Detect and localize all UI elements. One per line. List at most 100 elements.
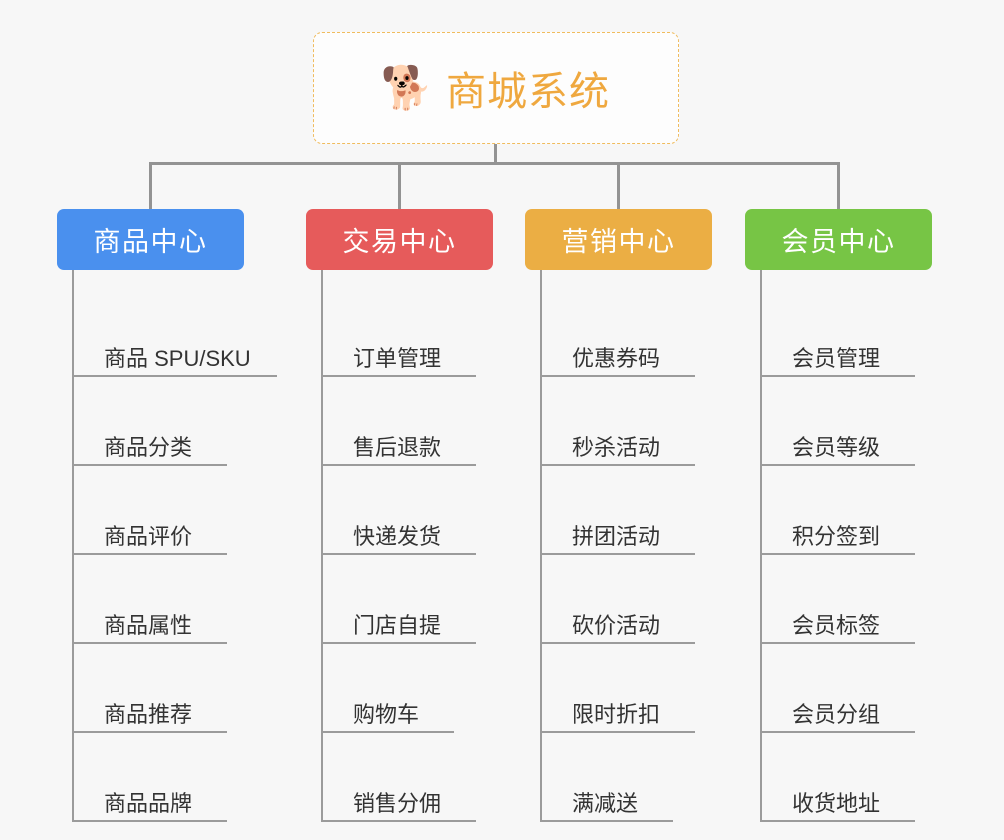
root-node[interactable]: 🐕 商城系统 [313, 32, 679, 144]
leaf-item-underline [72, 464, 227, 466]
leaf-item-underline [540, 553, 695, 555]
leaf-item[interactable]: 会员标签 [760, 555, 965, 644]
category-branch-0: 商品 SPU/SKU 商品分类商品评价商品属性商品推荐商品品牌 [57, 270, 277, 822]
leaf-item[interactable]: 秒杀活动 [540, 377, 745, 466]
leaf-item-label: 满减送 [572, 790, 639, 816]
category-header-label: 交易中心 [342, 227, 457, 257]
leaf-item-label: 秒杀活动 [572, 434, 661, 460]
leaf-item-label: 拼团活动 [572, 523, 661, 549]
category-column-3: 会员中心会员管理会员等级积分签到会员标签会员分组收货地址 [745, 209, 965, 822]
leaf-item[interactable]: 会员等级 [760, 377, 965, 466]
leaf-item-label: 砍价活动 [572, 612, 661, 638]
leaf-item-underline [72, 553, 227, 555]
leaf-item-underline [760, 553, 915, 555]
leaf-item-label: 商品分类 [104, 434, 193, 460]
category-branch-3: 会员管理会员等级积分签到会员标签会员分组收货地址 [745, 270, 965, 822]
leaf-item-label: 会员标签 [792, 612, 881, 638]
leaf-item-underline [540, 464, 695, 466]
leaf-item[interactable]: 拼团活动 [540, 466, 745, 555]
leaf-item[interactable]: 会员管理 [760, 288, 965, 377]
category-branch-2: 优惠券码秒杀活动拼团活动砍价活动限时折扣满减送 [525, 270, 745, 822]
leaf-item[interactable]: 限时折扣 [540, 644, 745, 733]
leaf-item[interactable]: 满减送 [540, 733, 745, 822]
leaf-item-underline [760, 464, 915, 466]
root-title: 商城系统 [446, 70, 610, 114]
branch-trunk-line [72, 270, 74, 822]
leaf-item-underline [321, 731, 454, 733]
leaf-item-underline [321, 553, 476, 555]
leaf-item-underline [760, 731, 915, 733]
category-header-1[interactable]: 交易中心 [306, 209, 493, 270]
shiba-dog-face-icon: 🐕 [380, 64, 434, 111]
leaf-item[interactable]: 会员分组 [760, 644, 965, 733]
leaf-item[interactable]: 商品推荐 [72, 644, 277, 733]
leaf-item-underline [540, 375, 695, 377]
leaf-item-underline [72, 820, 227, 822]
category-column-0: 商品中心商品 SPU/SKU 商品分类商品评价商品属性商品推荐商品品牌 [57, 209, 277, 822]
leaf-item-label: 商品品牌 [104, 790, 193, 816]
leaf-item-label: 商品属性 [104, 612, 193, 638]
leaf-item-label: 商品 SPU/SKU [104, 345, 251, 371]
leaf-item-underline [540, 820, 673, 822]
leaf-item-underline [321, 464, 476, 466]
leaf-item-label: 快递发货 [353, 523, 442, 549]
leaf-item[interactable]: 商品分类 [72, 377, 277, 466]
leaf-item-label: 销售分佣 [353, 790, 442, 816]
leaf-item-label: 商品推荐 [104, 701, 193, 727]
branch-trunk-line [321, 270, 323, 822]
drop-connector-2 [617, 162, 620, 210]
branch-trunk-line [760, 270, 762, 822]
leaf-item[interactable]: 积分签到 [760, 466, 965, 555]
leaf-item-underline [72, 375, 277, 377]
leaf-item-underline [321, 375, 476, 377]
root-stem-connector [494, 144, 497, 164]
leaf-item-label: 商品评价 [104, 523, 193, 549]
leaf-item-label: 订单管理 [353, 345, 442, 371]
leaf-item[interactable]: 商品品牌 [72, 733, 277, 822]
leaf-item[interactable]: 快递发货 [321, 466, 526, 555]
leaf-item-label: 收货地址 [792, 790, 881, 816]
leaf-item-underline [72, 642, 227, 644]
category-header-0[interactable]: 商品中心 [57, 209, 244, 270]
leaf-item-underline [321, 642, 476, 644]
leaf-item[interactable]: 订单管理 [321, 288, 526, 377]
leaf-item-underline [72, 731, 227, 733]
leaf-item[interactable]: 砍价活动 [540, 555, 745, 644]
leaf-item-underline [760, 820, 915, 822]
leaf-item-underline [540, 642, 695, 644]
leaf-item-label: 会员等级 [792, 434, 881, 460]
leaf-item[interactable]: 销售分佣 [321, 733, 526, 822]
leaf-item-label: 会员分组 [792, 701, 881, 727]
leaf-item[interactable]: 门店自提 [321, 555, 526, 644]
leaf-item-underline [540, 731, 695, 733]
branch-trunk-line [540, 270, 542, 822]
leaf-item[interactable]: 商品评价 [72, 466, 277, 555]
category-header-label: 商品中心 [93, 227, 208, 257]
drop-connector-3 [837, 162, 840, 210]
category-header-2[interactable]: 营销中心 [525, 209, 712, 270]
leaf-item[interactable]: 售后退款 [321, 377, 526, 466]
leaf-item-label: 积分签到 [792, 523, 881, 549]
leaf-item-label: 优惠券码 [572, 345, 661, 371]
category-header-label: 营销中心 [561, 227, 676, 257]
leaf-item[interactable]: 优惠券码 [540, 288, 745, 377]
category-column-2: 营销中心优惠券码秒杀活动拼团活动砍价活动限时折扣满减送 [525, 209, 745, 822]
leaf-item-label: 会员管理 [792, 345, 881, 371]
leaf-item[interactable]: 商品属性 [72, 555, 277, 644]
leaf-item-underline [760, 375, 915, 377]
leaf-item-underline [321, 820, 476, 822]
leaf-item-label: 限时折扣 [572, 701, 661, 727]
leaf-item[interactable]: 商品 SPU/SKU [72, 288, 277, 377]
category-bus-connector [149, 162, 840, 165]
leaf-item[interactable]: 购物车 [321, 644, 526, 733]
leaf-item-underline [760, 642, 915, 644]
category-header-label: 会员中心 [781, 227, 896, 257]
leaf-item-label: 售后退款 [353, 434, 442, 460]
leaf-item[interactable]: 收货地址 [760, 733, 965, 822]
category-header-3[interactable]: 会员中心 [745, 209, 932, 270]
category-branch-1: 订单管理售后退款快递发货门店自提购物车销售分佣 [306, 270, 526, 822]
category-column-1: 交易中心订单管理售后退款快递发货门店自提购物车销售分佣 [306, 209, 526, 822]
drop-connector-0 [149, 162, 152, 210]
leaf-item-label: 购物车 [353, 701, 420, 727]
